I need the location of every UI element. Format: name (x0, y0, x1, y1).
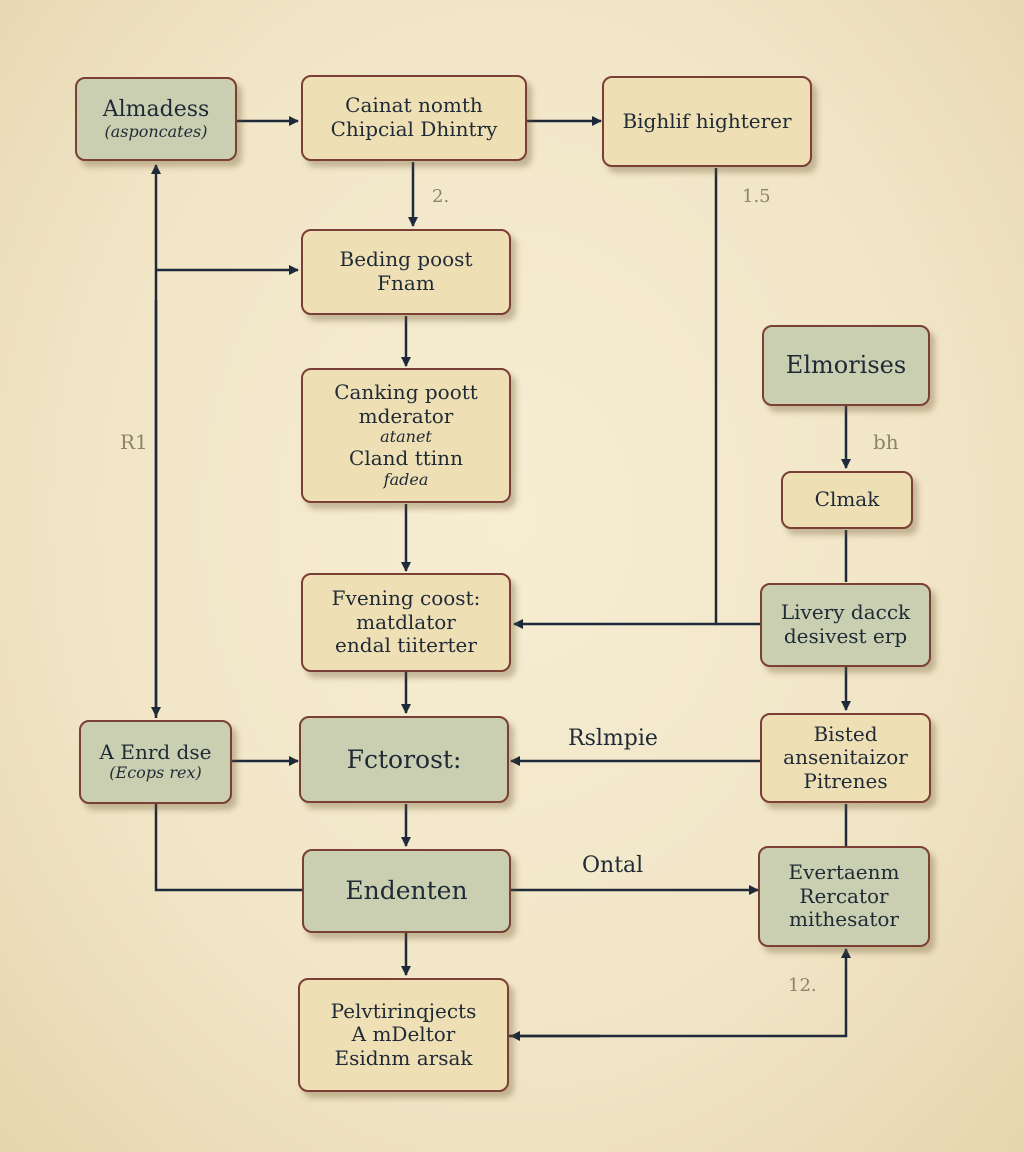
node-pelvtir-line-2: A mDeltor (351, 1022, 456, 1047)
node-canking-line-4: Cland ttinn (349, 446, 463, 471)
node-pelvtir-line-1: Pelvtirinqjects (330, 998, 477, 1023)
edge-label-2: 2. (432, 186, 450, 207)
node-bighlif[interactable]: Bighlif highterer (602, 76, 812, 167)
edge-label-bh: bh (873, 430, 899, 454)
node-aendse-subtitle: (Ecops rex) (109, 763, 202, 783)
node-clmak[interactable]: Clmak (781, 471, 913, 529)
node-cainat[interactable]: Cainat nomth Chipcial Dhintry (301, 75, 527, 161)
edge-label-r1: R1 (120, 430, 148, 454)
node-almadess[interactable]: Almadess (asponcates) (75, 77, 237, 161)
node-fvening-line-1: Fvening coost: (331, 586, 481, 611)
node-bighlif-line-1: Bighlif highterer (622, 108, 792, 133)
node-canking-line-2: mderator (358, 403, 454, 428)
node-endenten[interactable]: Endenten (302, 849, 511, 933)
node-almadess-title: Almadess (102, 96, 210, 122)
node-canking-line-1: Canking poott (334, 380, 478, 405)
node-clmak-line-1: Clmak (814, 487, 880, 512)
node-livery-line-1: Livery dacck (780, 600, 911, 625)
node-evertaenm-line-1: Evertaenm (788, 860, 900, 885)
node-canking[interactable]: Canking poott mderator atanet Cland ttin… (301, 368, 511, 503)
node-beding-line-1: Beding poost (339, 247, 473, 272)
node-elmorises-line-1: Elmorises (785, 351, 907, 380)
edge-bighlif-fvening (513, 168, 718, 629)
node-bisted-line-1: Bisted (813, 721, 878, 746)
edge-label-12: 12. (788, 975, 817, 996)
node-pelvtir-line-3: Esidnm arsak (334, 1045, 473, 1070)
edge-label-rslmpie: Rslmpie (568, 726, 658, 751)
edge-label-1-5: 1.5 (742, 186, 771, 207)
edge-aendse-endenten (154, 804, 302, 892)
edge-pelvtir-evertaenm (509, 948, 851, 1038)
node-endenten-line-1: Endenten (345, 876, 468, 906)
node-bisted-line-2: ansenitaizor (783, 745, 908, 770)
node-evertaenm[interactable]: Evertaenm Rercator mithesator (758, 846, 930, 947)
node-almadess-subtitle: (asponcates) (104, 121, 208, 141)
node-bisted-line-3: Pitrenes (803, 768, 888, 793)
node-beding[interactable]: Beding poost Fnam (301, 229, 511, 315)
node-canking-line-5: fadea (383, 469, 429, 489)
node-livery-line-2: desivest erp (783, 624, 908, 648)
node-evertaenm-line-3: mithesator (789, 907, 899, 932)
node-elmorises[interactable]: Elmorises (762, 325, 930, 406)
edge-label-ontal: Ontal (582, 853, 644, 878)
node-canking-line-3: atanet (380, 427, 432, 447)
node-cainat-line-1: Cainat nomth (345, 93, 483, 118)
node-bisted[interactable]: Bisted ansenitaizor Pitrenes (760, 713, 931, 803)
node-fctorost[interactable]: Fctorost: (299, 716, 509, 803)
node-livery[interactable]: Livery dacck desivest erp (760, 583, 931, 667)
node-beding-line-2: Fnam (377, 271, 435, 295)
node-cainat-line-2: Chipcial Dhintry (330, 117, 498, 141)
node-fvening-line-3: endal tiiterter (335, 633, 477, 658)
node-aendse-title: A Enrd dse (99, 739, 212, 764)
node-evertaenm-line-2: Rercator (799, 883, 889, 908)
node-fvening-line-2: matdlator (356, 609, 456, 634)
node-fvening[interactable]: Fvening coost: matdlator endal tiiterter (301, 573, 511, 672)
node-pelvtir[interactable]: Pelvtirinqjects A mDeltor Esidnm arsak (298, 978, 509, 1092)
node-aendse[interactable]: A Enrd dse (Ecops rex) (79, 720, 232, 804)
node-fctorost-line-1: Fctorost: (346, 744, 462, 774)
